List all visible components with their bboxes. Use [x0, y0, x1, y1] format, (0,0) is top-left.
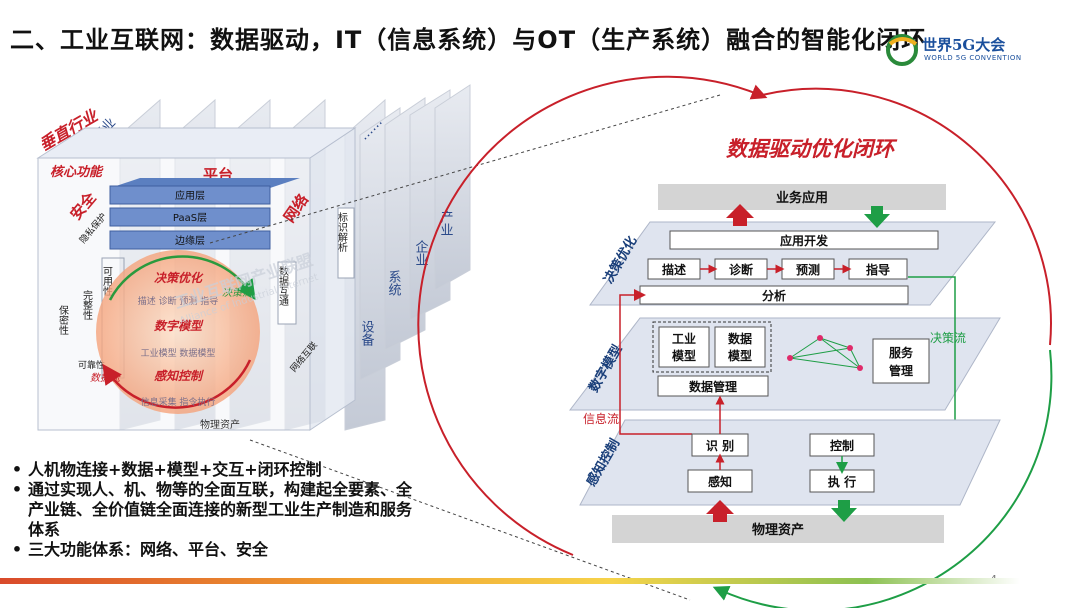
loop-digital-model: 数字模型 [154, 319, 204, 333]
app-dev-box [669, 230, 939, 250]
loop-title: 数据驱动优化闭环 [726, 137, 898, 161]
loop-model-types: 工业模型 数据模型 [141, 347, 216, 359]
security-item-reliability: 可靠性 [78, 359, 105, 371]
security-item-integrity: 完整性 [81, 289, 93, 321]
logo-globe-icon [886, 34, 918, 66]
network-item-id: 标识解析 [336, 212, 348, 253]
graph-nodes [787, 335, 863, 371]
loop-green-arc [712, 349, 1053, 608]
world-5g-logo: 世界5G大会 WORLD 5G CONVENTION [884, 30, 1064, 70]
decision-flow-label: 决策流 [930, 331, 966, 345]
layer-app [109, 185, 271, 205]
industrial-model-box [658, 326, 710, 368]
arrow-down-business [864, 206, 890, 228]
network-item-data: 数据互通 [277, 265, 289, 306]
chain-label-enterprise: 企业 [413, 239, 429, 266]
loop-collect-exec: 信息采集 指令执行 [141, 396, 216, 408]
cube-side [309, 127, 356, 431]
bullet-item: • 通过实现人、机、物等的全面互联，构建起全要素、全产业链、全价值链全面连接的新… [6, 480, 426, 540]
cube-data-flow: 数据流 [90, 372, 122, 384]
bullet-list: • 人机物连接+数据+模型+交互+闭环控制 • 通过实现人、机、物等的全面互联，… [6, 460, 426, 560]
service-mgmt-l2: 管理 [889, 363, 913, 378]
bullet-text: 三大功能体系：网络、平台、安全 [28, 540, 269, 559]
security-item-confidentiality: 保密性 [57, 304, 69, 336]
data-model-l2: 模型 [728, 348, 752, 363]
chain-label-device: 设备 [359, 320, 375, 347]
physical-asset-label: 物理资产 [752, 522, 804, 538]
loop-perception: 感知控制 [154, 369, 204, 383]
info-flow-label: 信息流 [583, 411, 619, 426]
model-group-box [652, 321, 772, 373]
chain-band-4 [434, 84, 471, 291]
network-data-box [277, 261, 297, 325]
bullet-dot: • [11, 460, 23, 479]
logo-main-text: 世界5G大会 [922, 36, 1006, 54]
industrial-model-l2: 模型 [672, 348, 696, 363]
loop-decision: 决策优化 [154, 271, 204, 285]
core-function-label: 核心功能 [50, 164, 104, 180]
layer-edge [109, 230, 271, 250]
cube-physical-asset: 物理资产 [200, 418, 240, 431]
data-mgmt-label: 数据管理 [689, 379, 737, 394]
bullet-item: • 三大功能体系：网络、平台、安全 [6, 540, 426, 560]
service-mgmt-l1: 服务 [889, 345, 914, 360]
layer-paas [109, 207, 271, 227]
sphere-red-arc [102, 359, 252, 409]
op-diagnose: 诊断 [729, 262, 753, 277]
connector-bottom [249, 439, 691, 601]
control-label: 控制 [830, 438, 854, 453]
data-driven-loop: 数据驱动优化闭环 业务应用 决策优化 应用开发 描述 诊断 预测 指导 分析 数… [417, 75, 1053, 608]
network-id-box [337, 207, 355, 279]
business-app-bar [658, 184, 946, 210]
service-mgmt-box [872, 338, 930, 384]
chain-label-industry: 产业 [438, 210, 454, 236]
layer-app-label: 应用层 [175, 189, 205, 202]
info-flow-line [619, 289, 692, 435]
chain-label-system: 系统 [386, 270, 402, 297]
data-model-l1: 数据 [728, 331, 752, 346]
layer-paas-label: PaaS层 [173, 212, 207, 224]
op-predict: 预测 [796, 262, 820, 277]
arrow-up-business [726, 204, 754, 226]
loop-red-arc-top [761, 87, 1052, 346]
op-guide: 指导 [866, 262, 890, 277]
op-describe: 描述 [662, 262, 686, 277]
bullet-item: • 人机物连接+数据+模型+交互+闭环控制 [6, 460, 426, 480]
bullet-text: 通过实现人、机、物等的全面互联，构建起全要素、全产业链、全价值链全面连接的新型工… [28, 480, 413, 539]
data-mgmt-box [657, 375, 769, 397]
analysis-label: 分析 [762, 288, 786, 303]
industrial-model-l1: 工业 [672, 331, 696, 346]
loop-red-arc [417, 75, 768, 556]
network-graph [789, 337, 861, 369]
arrow-down-physical [831, 500, 857, 522]
bottom-gradient-bar [0, 578, 1020, 584]
connector-top [209, 94, 721, 244]
bullet-dot: • [11, 540, 23, 559]
page-title: 二、工业互联网：数据驱动，IT（信息系统）与OT（生产系统）融合的智能化闭环 [10, 26, 927, 54]
layer-edge-label: 边缘层 [175, 234, 205, 247]
cube-top [36, 127, 357, 159]
bullet-text: 人机物连接+数据+模型+交互+闭环控制 [28, 460, 322, 479]
arrow-up-physical [706, 500, 734, 522]
data-model-box [714, 326, 766, 368]
bullet-dot: • [11, 480, 23, 499]
perceive-label: 感知 [708, 474, 732, 489]
loop-sphere [96, 250, 260, 414]
loop-decision-ops: 描述 诊断 预测 指导 [138, 295, 219, 307]
cube-decision-flow: 决策流 [222, 287, 254, 299]
industry-cube: 垂直行业 制造业 能源 医疗 交通 …… 设备 系统 企业 产业 核心功能 平台… [36, 84, 471, 431]
physical-asset-bar [612, 515, 944, 543]
identify-label: 识 别 [706, 439, 734, 453]
app-dev-label: 应用开发 [780, 233, 829, 248]
plane-perception [579, 419, 1001, 506]
logo-sub-text: WORLD 5G CONVENTION [924, 54, 1022, 62]
sphere-green-arc [108, 255, 256, 301]
business-app-label: 业务应用 [776, 190, 828, 206]
execute-label: 执 行 [828, 474, 856, 489]
